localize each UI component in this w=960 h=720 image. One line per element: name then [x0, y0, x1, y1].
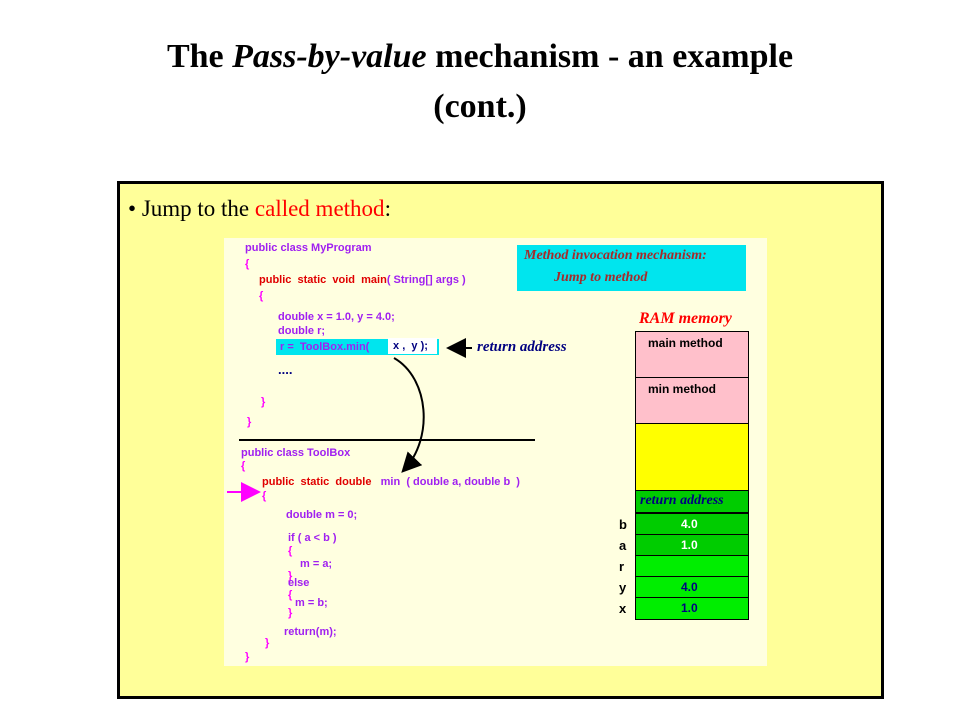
- code-brace: }: [288, 570, 293, 582]
- code-line: m = a;: [300, 558, 333, 570]
- ram-cell-b: 4.0: [635, 513, 749, 535]
- code-call-line: r = ToolBox.min(: [280, 341, 370, 353]
- jump-arrow: [393, 357, 425, 473]
- ram-label-y: y: [619, 580, 627, 595]
- ram-label-x: x: [619, 601, 627, 616]
- ram-label-r: r: [619, 559, 625, 574]
- ram-cell-return-address: return address: [635, 490, 749, 513]
- code-brace: }: [265, 637, 270, 649]
- ram-cell-main: main method: [635, 331, 749, 378]
- code-brace: {: [288, 545, 293, 557]
- arrows-overlay: [227, 338, 472, 502]
- ram-label-b: b: [619, 517, 627, 532]
- bullet-item: • Jump to the called method:: [128, 196, 391, 221]
- code-line: if ( a < b ): [288, 532, 337, 544]
- mechanism-box: [517, 245, 746, 291]
- ram-label-a: a: [619, 538, 627, 553]
- code-brace: {: [288, 589, 293, 601]
- mechanism-subtitle: Jump to method: [554, 270, 648, 285]
- code-main-class: public class MyProgram: [245, 242, 372, 254]
- ram-cell-r: [635, 555, 749, 577]
- code-brace: }: [288, 607, 293, 619]
- code-line: m = b;: [295, 597, 328, 609]
- code-call-args: x , y );: [390, 340, 428, 352]
- ram-title: RAM memory: [639, 310, 732, 327]
- code-brace: }: [261, 396, 266, 408]
- code-line: double r;: [278, 325, 326, 337]
- code-min-signature: public static double min ( double a, dou…: [262, 476, 520, 488]
- bullet-dot: •: [128, 196, 142, 221]
- divider: [239, 439, 535, 441]
- code-brace: }: [247, 416, 252, 428]
- ram-cell-min: min method: [635, 377, 749, 424]
- code-brace: {: [241, 460, 246, 472]
- ram-cell-y: 4.0: [635, 576, 749, 598]
- code-ellipsis: ....: [278, 362, 293, 377]
- code-line: double x = 1.0, y = 4.0;: [278, 311, 395, 323]
- ram-cell-a: 1.0: [635, 534, 749, 556]
- bullet-highlight: called method: [254, 196, 385, 221]
- code-brace: {: [245, 258, 250, 270]
- code-line: return(m);: [284, 626, 337, 638]
- ram-cell-x: 1.0: [635, 597, 749, 620]
- mechanism-title: Method invocation mechanism:: [524, 248, 707, 263]
- code-line: else: [288, 577, 310, 589]
- code-toolbox-class: public class ToolBox: [241, 447, 351, 459]
- code-brace: {: [259, 290, 264, 302]
- code-brace: }: [245, 651, 250, 663]
- page-title: The Pass-by-value mechanism - an example…: [166, 38, 794, 125]
- args-box: [388, 338, 437, 354]
- code-line: double m = 0;: [286, 509, 358, 521]
- ram-cell-free: [635, 423, 749, 491]
- code-main-signature: public static void main( String[] args ): [259, 274, 466, 286]
- return-address-label: return address: [477, 339, 567, 355]
- code-brace: {: [262, 490, 267, 502]
